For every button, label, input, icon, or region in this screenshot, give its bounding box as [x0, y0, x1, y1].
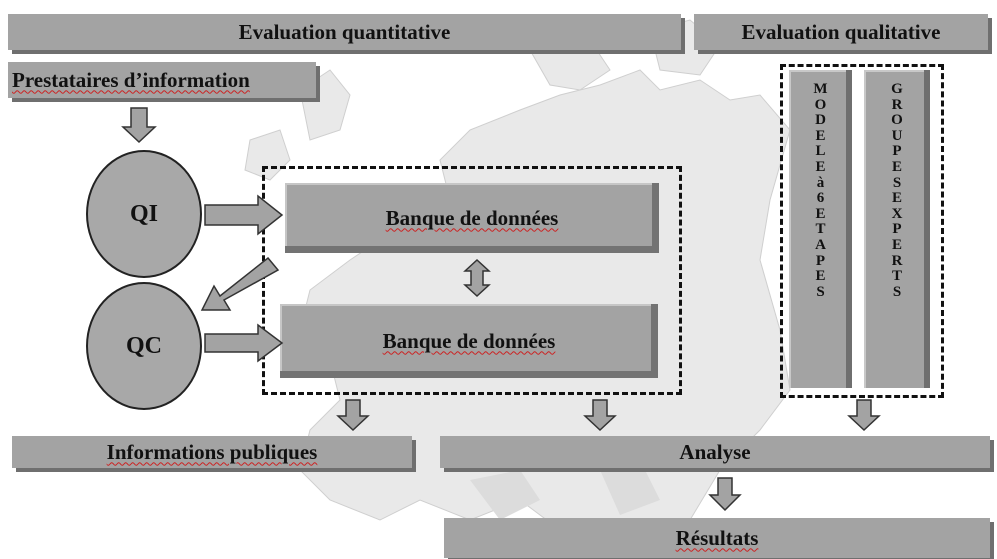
quantitative-evaluation-label: Evaluation quantitative — [238, 19, 451, 44]
expert-groups-letter: P — [892, 221, 902, 238]
six-step-model-letter: 6 — [816, 190, 825, 207]
six-step-model-letter: A — [815, 236, 826, 253]
database-bottom-label: Banque de données — [382, 328, 556, 353]
quantitative-evaluation-header: Evaluation quantitative — [8, 14, 681, 50]
information-providers-box: Prestataires d’information — [8, 62, 316, 98]
qi-circle: QI — [86, 150, 202, 278]
results-box: Résultats — [444, 518, 990, 558]
six-step-model-letter: M — [813, 81, 828, 97]
results-label: Résultats — [675, 525, 759, 550]
expert-groups-letter: G — [891, 81, 903, 97]
expert-groups-letter: R — [891, 252, 903, 269]
expert-groups-letter: S — [892, 174, 902, 191]
six-step-model-letter: E — [815, 158, 826, 175]
six-step-model-letter: E — [815, 127, 826, 144]
database-top-box: Banque de données — [285, 183, 659, 253]
six-step-model-letter: T — [815, 221, 826, 238]
information-providers-label: Prestataires d’information — [12, 67, 250, 92]
qi-label: QI — [129, 200, 158, 227]
expert-groups-letter: S — [892, 283, 902, 300]
expert-groups-letter: E — [891, 190, 902, 207]
expert-groups-letter: R — [891, 96, 903, 113]
six-step-model-letter: D — [815, 112, 826, 129]
expert-groups-letter: E — [891, 236, 902, 253]
expert-groups-letter: E — [891, 158, 902, 175]
qc-circle: QC — [86, 282, 202, 410]
qualitative-group-frame — [780, 64, 944, 398]
six-step-model-letter: P — [815, 252, 826, 269]
analysis-box: Analyse — [440, 436, 990, 468]
database-bottom-box: Banque de données — [280, 304, 658, 378]
analysis-label: Analyse — [679, 439, 751, 464]
six-step-model-letter: à — [816, 174, 825, 191]
six-step-model-letter: E — [815, 205, 826, 222]
expert-groups-letter: O — [891, 112, 903, 129]
expert-groups-letter: X — [891, 205, 903, 222]
qualitative-evaluation-header: Evaluation qualitative — [694, 14, 988, 50]
six-step-model-letter: O — [814, 96, 827, 113]
qualitative-evaluation-label: Evaluation qualitative — [741, 19, 941, 44]
public-information-box: Informations publiques — [12, 436, 412, 468]
public-information-label: Informations publiques — [106, 439, 318, 464]
six-step-model-letter: L — [815, 143, 826, 160]
qc-label: QC — [126, 332, 162, 359]
expert-groups-letter: U — [891, 127, 903, 144]
database-top-label: Banque de données — [385, 205, 559, 230]
six-step-model-letter: E — [815, 268, 826, 285]
expert-groups-letter: P — [892, 143, 902, 160]
expert-groups-letter: T — [891, 268, 902, 285]
six-step-model-letter: S — [816, 283, 825, 300]
